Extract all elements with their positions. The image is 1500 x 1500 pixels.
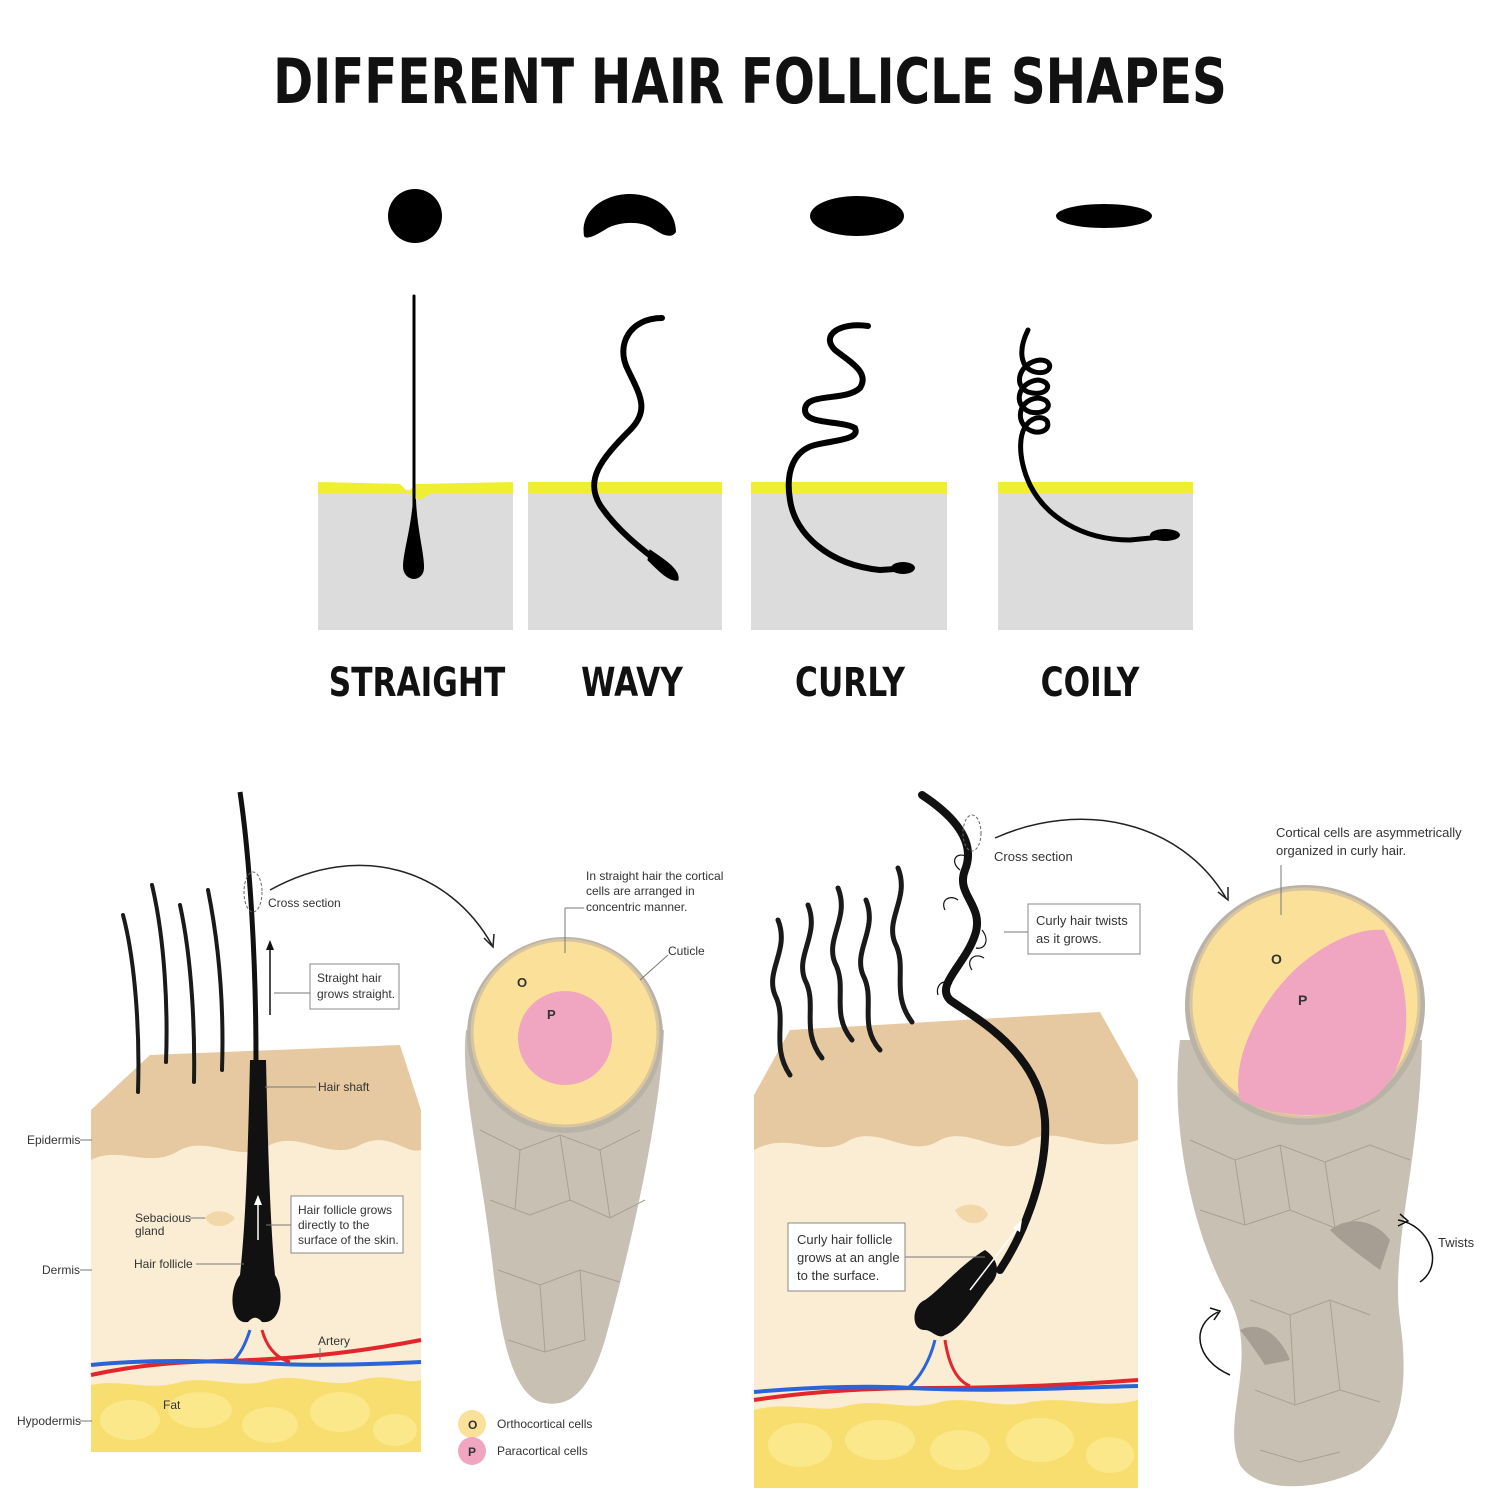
legend: O Orthocortical cells P Paracortical cel… [458,1410,592,1465]
surface-line-wavy [528,482,722,494]
hypodermis-label: Hypodermis [17,1414,81,1428]
curly-thin-hairs [770,865,915,1078]
curly-cross-section-label: Cross section [994,849,1073,864]
straight-grows-line1: Straight hair [317,971,382,985]
curly-cortical-note-2: organized in curly hair. [1276,843,1406,858]
twist-arrow-left [1199,1311,1231,1376]
hair-shaft-label: Hair shaft [318,1080,370,1094]
straight-cortical-note-3: concentric manner. [586,900,687,914]
artery-label: Artery [318,1334,350,1348]
skin-block-wavy [528,490,722,630]
shape-kidney [583,194,676,238]
legend-para-swatch [458,1437,486,1465]
curly-twists-note-1: Curly hair twists [1036,913,1128,928]
twists-label: Twists [1438,1235,1475,1250]
straight-cross-section-label: Cross section [268,896,341,910]
curly-main-hair [918,791,1050,1274]
cross-section-shapes [388,189,1152,243]
surface-line-curly [751,482,947,494]
curly-o-marker: O [1271,951,1282,967]
skin-block-curly [751,490,947,630]
straight-cortical-note-2: cells are arranged in [586,884,695,898]
label-coily: COILY [1040,660,1140,706]
fat-label: Fat [163,1398,181,1412]
curly-cylinder-body [1177,1040,1422,1487]
thin-hairs [121,883,225,1094]
shape-oval [810,196,904,236]
main-hair-shaft [237,791,261,1251]
straight-o-marker: O [517,975,527,990]
straight-para-core [518,991,612,1085]
follicle-grows-line2: directly to the [298,1218,370,1232]
follicle-grows-line1: Hair follicle grows [298,1203,392,1217]
sebaceous-gland [205,1211,235,1227]
curly-cortical-note-1: Cortical cells are asymmetrically [1276,825,1462,840]
shape-round [388,189,442,243]
artery-vessel [90,1338,422,1377]
curly-cross-section: O P Cortical cells are asymmetrically or… [1177,825,1475,1487]
curly-para-region [1238,929,1407,1116]
vein-vessel [90,1359,422,1367]
legend-para-label: Paracortical cells [497,1444,588,1458]
curly-follicle-note-1: Curly hair follicle [797,1232,892,1247]
label-curly: CURLY [795,660,905,706]
dermis-label: Dermis [42,1263,80,1277]
bulb-curly [891,562,915,574]
strand-wavy [591,315,678,578]
straight-cross-section: O P In straight hair the cortical cells … [464,869,723,1404]
follicle-grows-line3: surface of the skin. [298,1233,399,1247]
strand-coily [1016,327,1173,543]
legend-o-letter: O [468,1418,477,1432]
legend-ortho-swatch [458,1410,486,1438]
straight-grows-line2: grows straight. [317,987,395,1001]
straight-follicle [232,1060,281,1323]
straight-cortical-note-1: In straight hair the cortical [586,869,723,883]
straight-anatomy: Cross section Straight hair grows straig… [17,791,495,1452]
curly-follicle-note-2: grows at an angle [797,1250,900,1265]
hair-strands [402,294,1180,581]
cuticle-label: Cuticle [668,944,705,958]
bulb-coily [1150,529,1180,541]
bulb-straight [402,499,425,579]
straight-p-marker: P [547,1007,556,1022]
sebaceous-label-1: Sebacious [135,1211,191,1225]
skin-blocks [318,482,1193,630]
bulb-wavy [647,549,679,581]
fat-lobules [100,1392,417,1446]
curly-p-marker: P [1298,992,1307,1008]
twist-arrow-right [1397,1219,1434,1283]
hair-follicle-label: Hair follicle [134,1257,193,1271]
label-straight: STRAIGHT [328,660,506,706]
page-title: DIFFERENT HAIR FOLLICLE SHAPES [273,45,1227,118]
legend-p-letter: P [468,1445,476,1459]
surface-line-coily [998,482,1193,494]
epidermis-label: Epidermis [27,1133,80,1147]
curly-twists-note-2: as it grows. [1036,931,1102,946]
label-wavy: WAVY [581,660,683,706]
sebaceous-label-2: gland [135,1224,164,1238]
straight-cylinder-body [464,1030,664,1404]
skin-block-coily [998,490,1193,630]
curly-follicle [914,1250,997,1337]
curly-follicle-note-3: to the surface. [797,1268,879,1283]
strand-curly [785,322,913,574]
curly-anatomy: Cross section Curly hair twists as it gr… [753,791,1229,1488]
legend-ortho-label: Orthocortical cells [497,1417,592,1431]
shape-flat-oval [1056,204,1152,228]
